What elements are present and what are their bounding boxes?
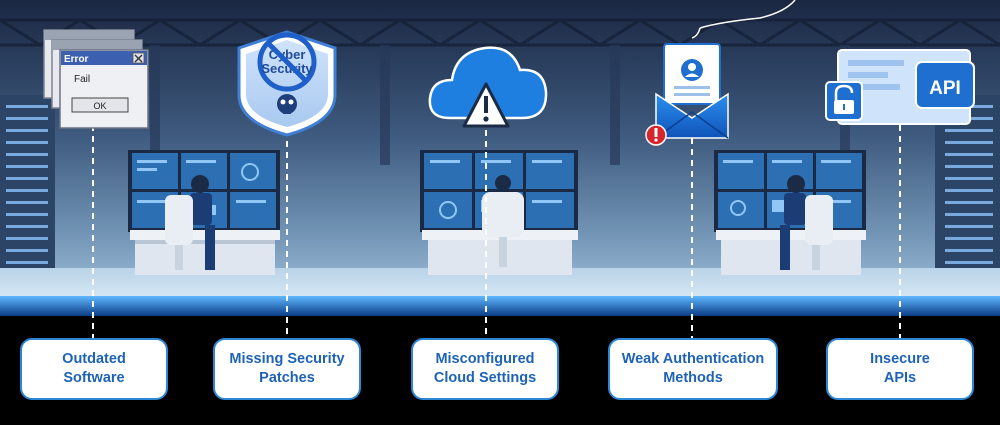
phishing-envelope-icon — [645, 0, 796, 146]
label-text: Insecure APIs — [870, 351, 930, 386]
workstation-center — [420, 150, 578, 275]
label-text: Missing Security Patches — [229, 351, 345, 386]
workstation-left — [128, 150, 280, 275]
ceiling-truss — [0, 18, 1000, 47]
label-weak-authentication-methods: Weak Authentication Methods — [608, 338, 778, 400]
label-insecure-apis: Insecure APIs — [826, 338, 974, 400]
label-outdated-software: Outdated Software — [20, 338, 168, 400]
server-rack-right — [935, 95, 1000, 300]
error-window-title: Error — [64, 54, 89, 65]
server-rack-left — [0, 95, 55, 300]
label-text: Misconfigured Cloud Settings — [433, 351, 537, 386]
error-window-message: Fail — [74, 74, 90, 85]
cloud-warning-icon — [428, 46, 548, 128]
workstation-right — [714, 150, 866, 275]
cyber-security-shield-icon: Cyber Security — [237, 30, 337, 137]
error-window-icon: Error Fail OK — [43, 29, 149, 129]
error-ok-button[interactable]: OK — [93, 101, 106, 111]
api-badge-text: API — [929, 78, 961, 99]
floor-glow — [0, 296, 1000, 316]
label-text: Outdated Software — [62, 351, 126, 386]
label-text: Weak Authentication Methods — [621, 351, 765, 386]
label-misconfigured-cloud-settings: Misconfigured Cloud Settings — [411, 338, 559, 400]
connector-lines — [92, 125, 901, 340]
api-icon: API — [825, 49, 975, 125]
label-missing-security-patches: Missing Security Patches — [213, 338, 361, 400]
